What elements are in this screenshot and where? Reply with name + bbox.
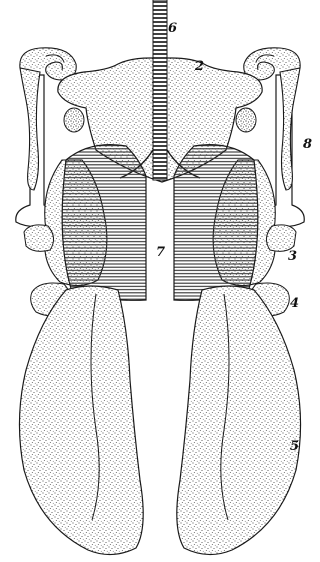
label-6: 6 [168,22,177,35]
label-4: 4 [290,297,299,310]
label-5: 5 [290,440,299,453]
large-body-right [177,286,301,555]
hatched-lobe-right [174,145,258,301]
label-8: 8 [303,138,312,151]
label-7: 7 [156,246,165,259]
label-2: 2 [195,60,204,73]
hatched-lobe-left [62,145,146,301]
label-3: 3 [288,250,297,263]
large-body-left [19,286,143,555]
